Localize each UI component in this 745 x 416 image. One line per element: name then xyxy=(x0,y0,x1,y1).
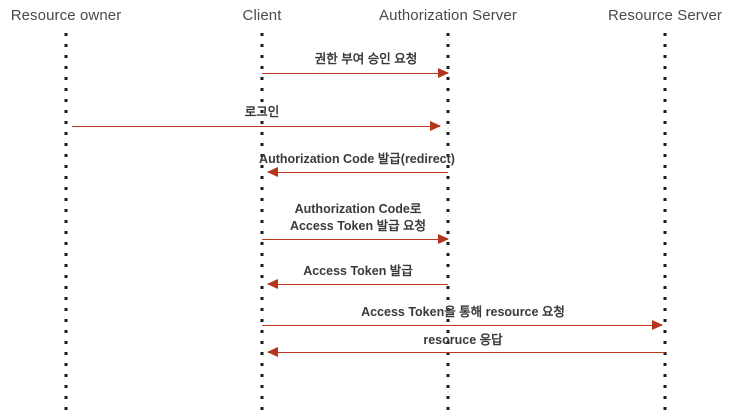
msg-token-issued-label: Access Token 발급 xyxy=(303,263,413,280)
msg-authorization-code-redirect-arrowhead-left-icon xyxy=(267,167,278,177)
msg-token-request-label: Authorization Code로 Access Token 발급 요청 xyxy=(290,201,426,235)
msg-login-label-line: 로그인 xyxy=(244,105,280,119)
msg-token-issued-line xyxy=(268,284,448,285)
msg-resource-response-arrowhead-left-icon xyxy=(267,347,278,357)
participant-label-resource-server: Resource Server xyxy=(607,7,723,24)
msg-authorization-request-label-line: 권한 부여 승인 요청 xyxy=(314,52,418,66)
msg-token-request-label-line: Access Token 발급 요청 xyxy=(289,219,427,233)
msg-token-request-label-line: Authorization Code로 xyxy=(294,202,422,216)
msg-token-issued-label-line: Access Token 발급 xyxy=(303,264,413,278)
participant-label-client: Client xyxy=(242,7,282,24)
participant-label-resource-owner: Resource owner xyxy=(10,7,122,24)
lifeline-resource-server xyxy=(663,33,667,410)
msg-resource-response-line xyxy=(268,352,665,353)
msg-authorization-code-redirect-label-line: Authorization Code 발급(redirect) xyxy=(259,152,455,166)
msg-login-label: 로그인 xyxy=(245,104,280,121)
msg-login-arrowhead-right-icon xyxy=(430,121,441,131)
lifeline-client xyxy=(260,33,264,410)
msg-authorization-code-redirect-line xyxy=(268,172,448,173)
msg-token-issued-arrowhead-left-icon xyxy=(267,279,278,289)
msg-login-line xyxy=(72,126,440,127)
msg-authorization-code-redirect-label: Authorization Code 발급(redirect) xyxy=(259,151,455,168)
lifeline-authorization-server xyxy=(446,33,450,410)
msg-authorization-request-arrowhead-right-icon xyxy=(438,68,449,78)
msg-authorization-request-label: 권한 부여 승인 요청 xyxy=(315,51,417,68)
msg-resource-request-line xyxy=(262,325,662,326)
msg-token-request-arrowhead-right-icon xyxy=(438,234,449,244)
participant-label-authorization-server: Authorization Server xyxy=(379,7,517,24)
msg-resource-response-label: resoruce 응답 xyxy=(423,332,502,349)
msg-resource-request-arrowhead-right-icon xyxy=(652,320,663,330)
msg-token-request-line xyxy=(262,239,448,240)
msg-resource-request-label-line: Access Token을 통해 resource 요청 xyxy=(361,305,565,319)
msg-resource-response-label-line: resoruce 응답 xyxy=(423,333,503,347)
msg-resource-request-label: Access Token을 통해 resource 요청 xyxy=(361,304,565,321)
lifeline-resource-owner xyxy=(64,33,68,410)
msg-authorization-request-line xyxy=(262,73,448,74)
